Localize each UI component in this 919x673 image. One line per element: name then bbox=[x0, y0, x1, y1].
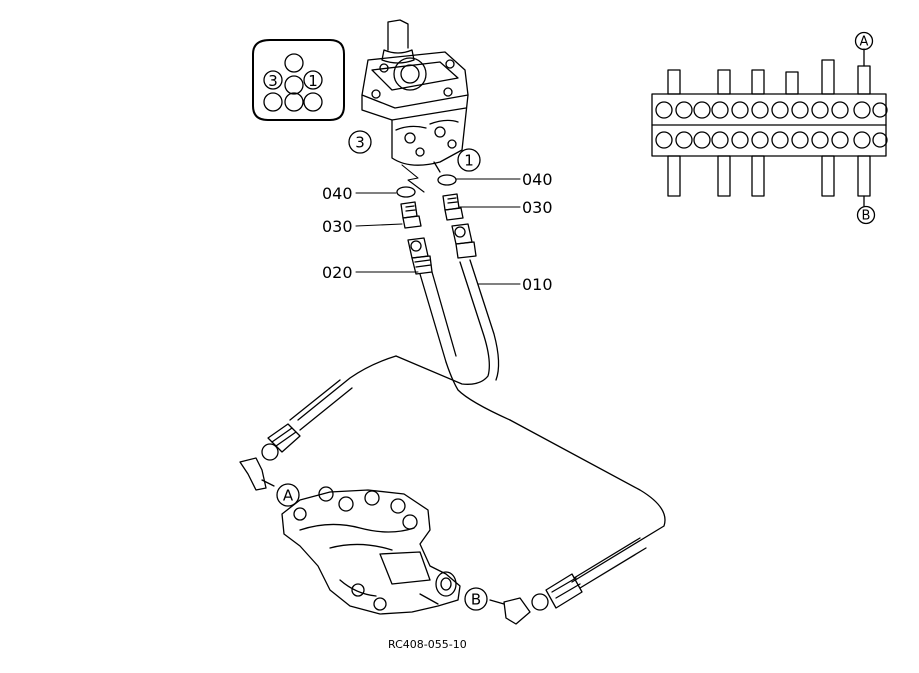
callout-040-left: 040 bbox=[322, 184, 353, 203]
inset-port-3-label: 3 bbox=[268, 72, 278, 90]
callout-030-left: 030 bbox=[322, 217, 353, 236]
o-ring-left bbox=[396, 186, 416, 198]
steering-unit bbox=[361, 19, 469, 193]
port-1-label: 1 bbox=[464, 152, 474, 170]
inset-point-b-label: B bbox=[862, 209, 871, 224]
valve-bank-inset bbox=[651, 48, 888, 207]
callout-030-right: 030 bbox=[522, 198, 553, 217]
control-valve bbox=[281, 486, 461, 615]
valve-port-b-label: B bbox=[471, 591, 481, 609]
adapter-left bbox=[400, 201, 422, 229]
valve-port-a-label: A bbox=[283, 487, 294, 505]
adapter-right bbox=[442, 193, 464, 221]
port-layout-inset: 3 1 bbox=[252, 39, 345, 121]
callout-020: 020 bbox=[322, 263, 353, 282]
callout-040-right: 040 bbox=[522, 170, 553, 189]
hose-020 bbox=[407, 237, 511, 421]
hose-to-a bbox=[239, 379, 353, 491]
inset-point-a-label: A bbox=[860, 35, 869, 50]
port-3-label: 3 bbox=[355, 134, 365, 152]
hose-to-b bbox=[489, 537, 647, 625]
inset-port-1-label: 1 bbox=[308, 72, 318, 90]
leader-030-left bbox=[355, 223, 403, 227]
hose-010 bbox=[297, 223, 666, 583]
drawing-reference: RC408-055-10 bbox=[388, 638, 467, 651]
callout-010: 010 bbox=[522, 275, 553, 294]
o-ring-right bbox=[437, 174, 457, 186]
